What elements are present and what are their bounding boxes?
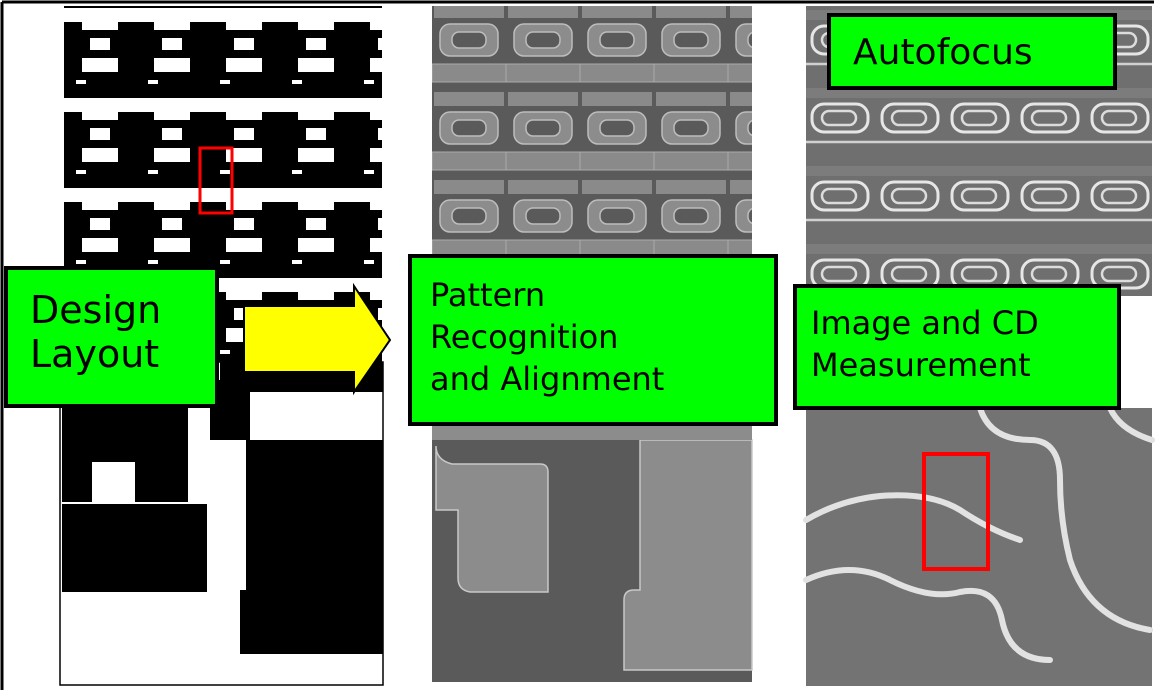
autofocus-text: Autofocus xyxy=(853,32,1033,73)
flow-arrow xyxy=(243,282,392,396)
pattern-line-3: and Alignment xyxy=(430,360,665,398)
pattern-line-2: Recognition xyxy=(430,318,619,356)
highlight-box-sem xyxy=(922,452,990,571)
pattern-recognition-label: Pattern Recognition and Alignment xyxy=(408,254,778,426)
pr-zoom-shape-left xyxy=(435,445,549,593)
design-layout-line-2: Layout xyxy=(30,332,160,376)
image-cd-line-1: Image and CD xyxy=(811,304,1039,342)
design-layout-label: Design Layout xyxy=(4,266,219,408)
pr-zoom-shape-top xyxy=(432,426,752,440)
pr-zoom-shape-right xyxy=(623,439,753,671)
highlight-box-layout xyxy=(198,146,234,215)
image-cd-label: Image and CD Measurement xyxy=(793,284,1121,410)
autofocus-label: Autofocus xyxy=(827,13,1117,90)
image-cd-line-2: Measurement xyxy=(811,346,1031,384)
pattern-line-1: Pattern xyxy=(430,276,546,314)
sem-zoom-frame xyxy=(806,408,1152,686)
design-layout-line-1: Design xyxy=(30,288,162,332)
